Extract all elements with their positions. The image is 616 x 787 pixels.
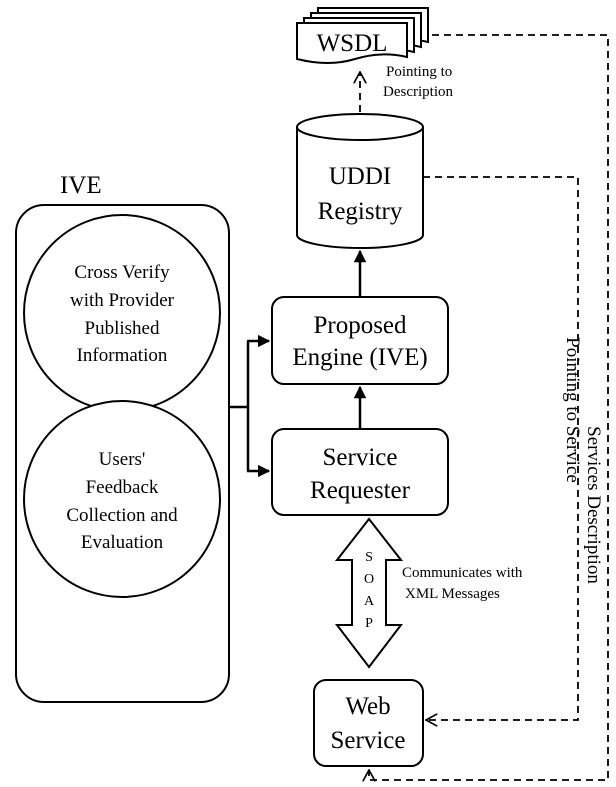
service-requester-box: Service Requester <box>271 428 449 516</box>
uddi-registry-cylinder: UDDI Registry <box>296 113 424 249</box>
circle1-line1: Cross Verify <box>74 262 170 283</box>
soap-letter-s: S <box>365 550 373 565</box>
requester-line1: Service <box>323 444 398 471</box>
communicates-line1: Communicates with <box>402 565 523 581</box>
pointing-to-service-label: Pointing to Service <box>562 337 583 483</box>
soap-letter-a: A <box>364 594 375 609</box>
services-description-label: Services Description <box>583 426 604 584</box>
cross-verify-circle: Cross Verify with Provider Published Inf… <box>23 214 221 412</box>
pointing-to-description-line2: Description <box>383 84 453 100</box>
soap-letter-o: O <box>364 572 374 587</box>
soap-letter-p: P <box>365 616 373 631</box>
circle2-line1: Users' <box>99 449 146 470</box>
uddi-to-webservice-dashed <box>423 176 579 720</box>
ive-title: IVE <box>60 172 102 199</box>
circle2-line2: Feedback <box>86 477 159 498</box>
circle1-line2: with Provider <box>70 290 175 311</box>
web-service-line1: Web <box>345 693 390 720</box>
circle2-line4: Evaluation <box>81 532 164 553</box>
soap-double-arrow: S O A P <box>334 517 404 669</box>
uddi-line2: Registry <box>318 198 403 225</box>
proposed-engine-box: Proposed Engine (IVE) <box>271 296 449 385</box>
communicates-line2: XML Messages <box>405 586 500 602</box>
uddi-line1: UDDI <box>329 163 392 190</box>
ive-connector <box>229 334 271 478</box>
wsdl-label: WSDL <box>317 30 388 57</box>
users-feedback-circle: Users' Feedback Collection and Evaluatio… <box>23 400 221 598</box>
circle2-line3: Collection and <box>66 505 178 526</box>
circle1-line4: Information <box>77 345 168 366</box>
engine-line1: Proposed <box>313 312 407 339</box>
pointing-to-description-line1: Pointing to <box>386 64 452 80</box>
circle1-line3: Published <box>85 318 160 339</box>
wsdl-document: WSDL <box>296 7 429 64</box>
web-service-line2: Service <box>331 727 406 754</box>
engine-line2: Engine (IVE) <box>292 344 427 371</box>
web-service-box: Web Service <box>313 679 424 767</box>
requester-line2: Requester <box>310 477 411 504</box>
